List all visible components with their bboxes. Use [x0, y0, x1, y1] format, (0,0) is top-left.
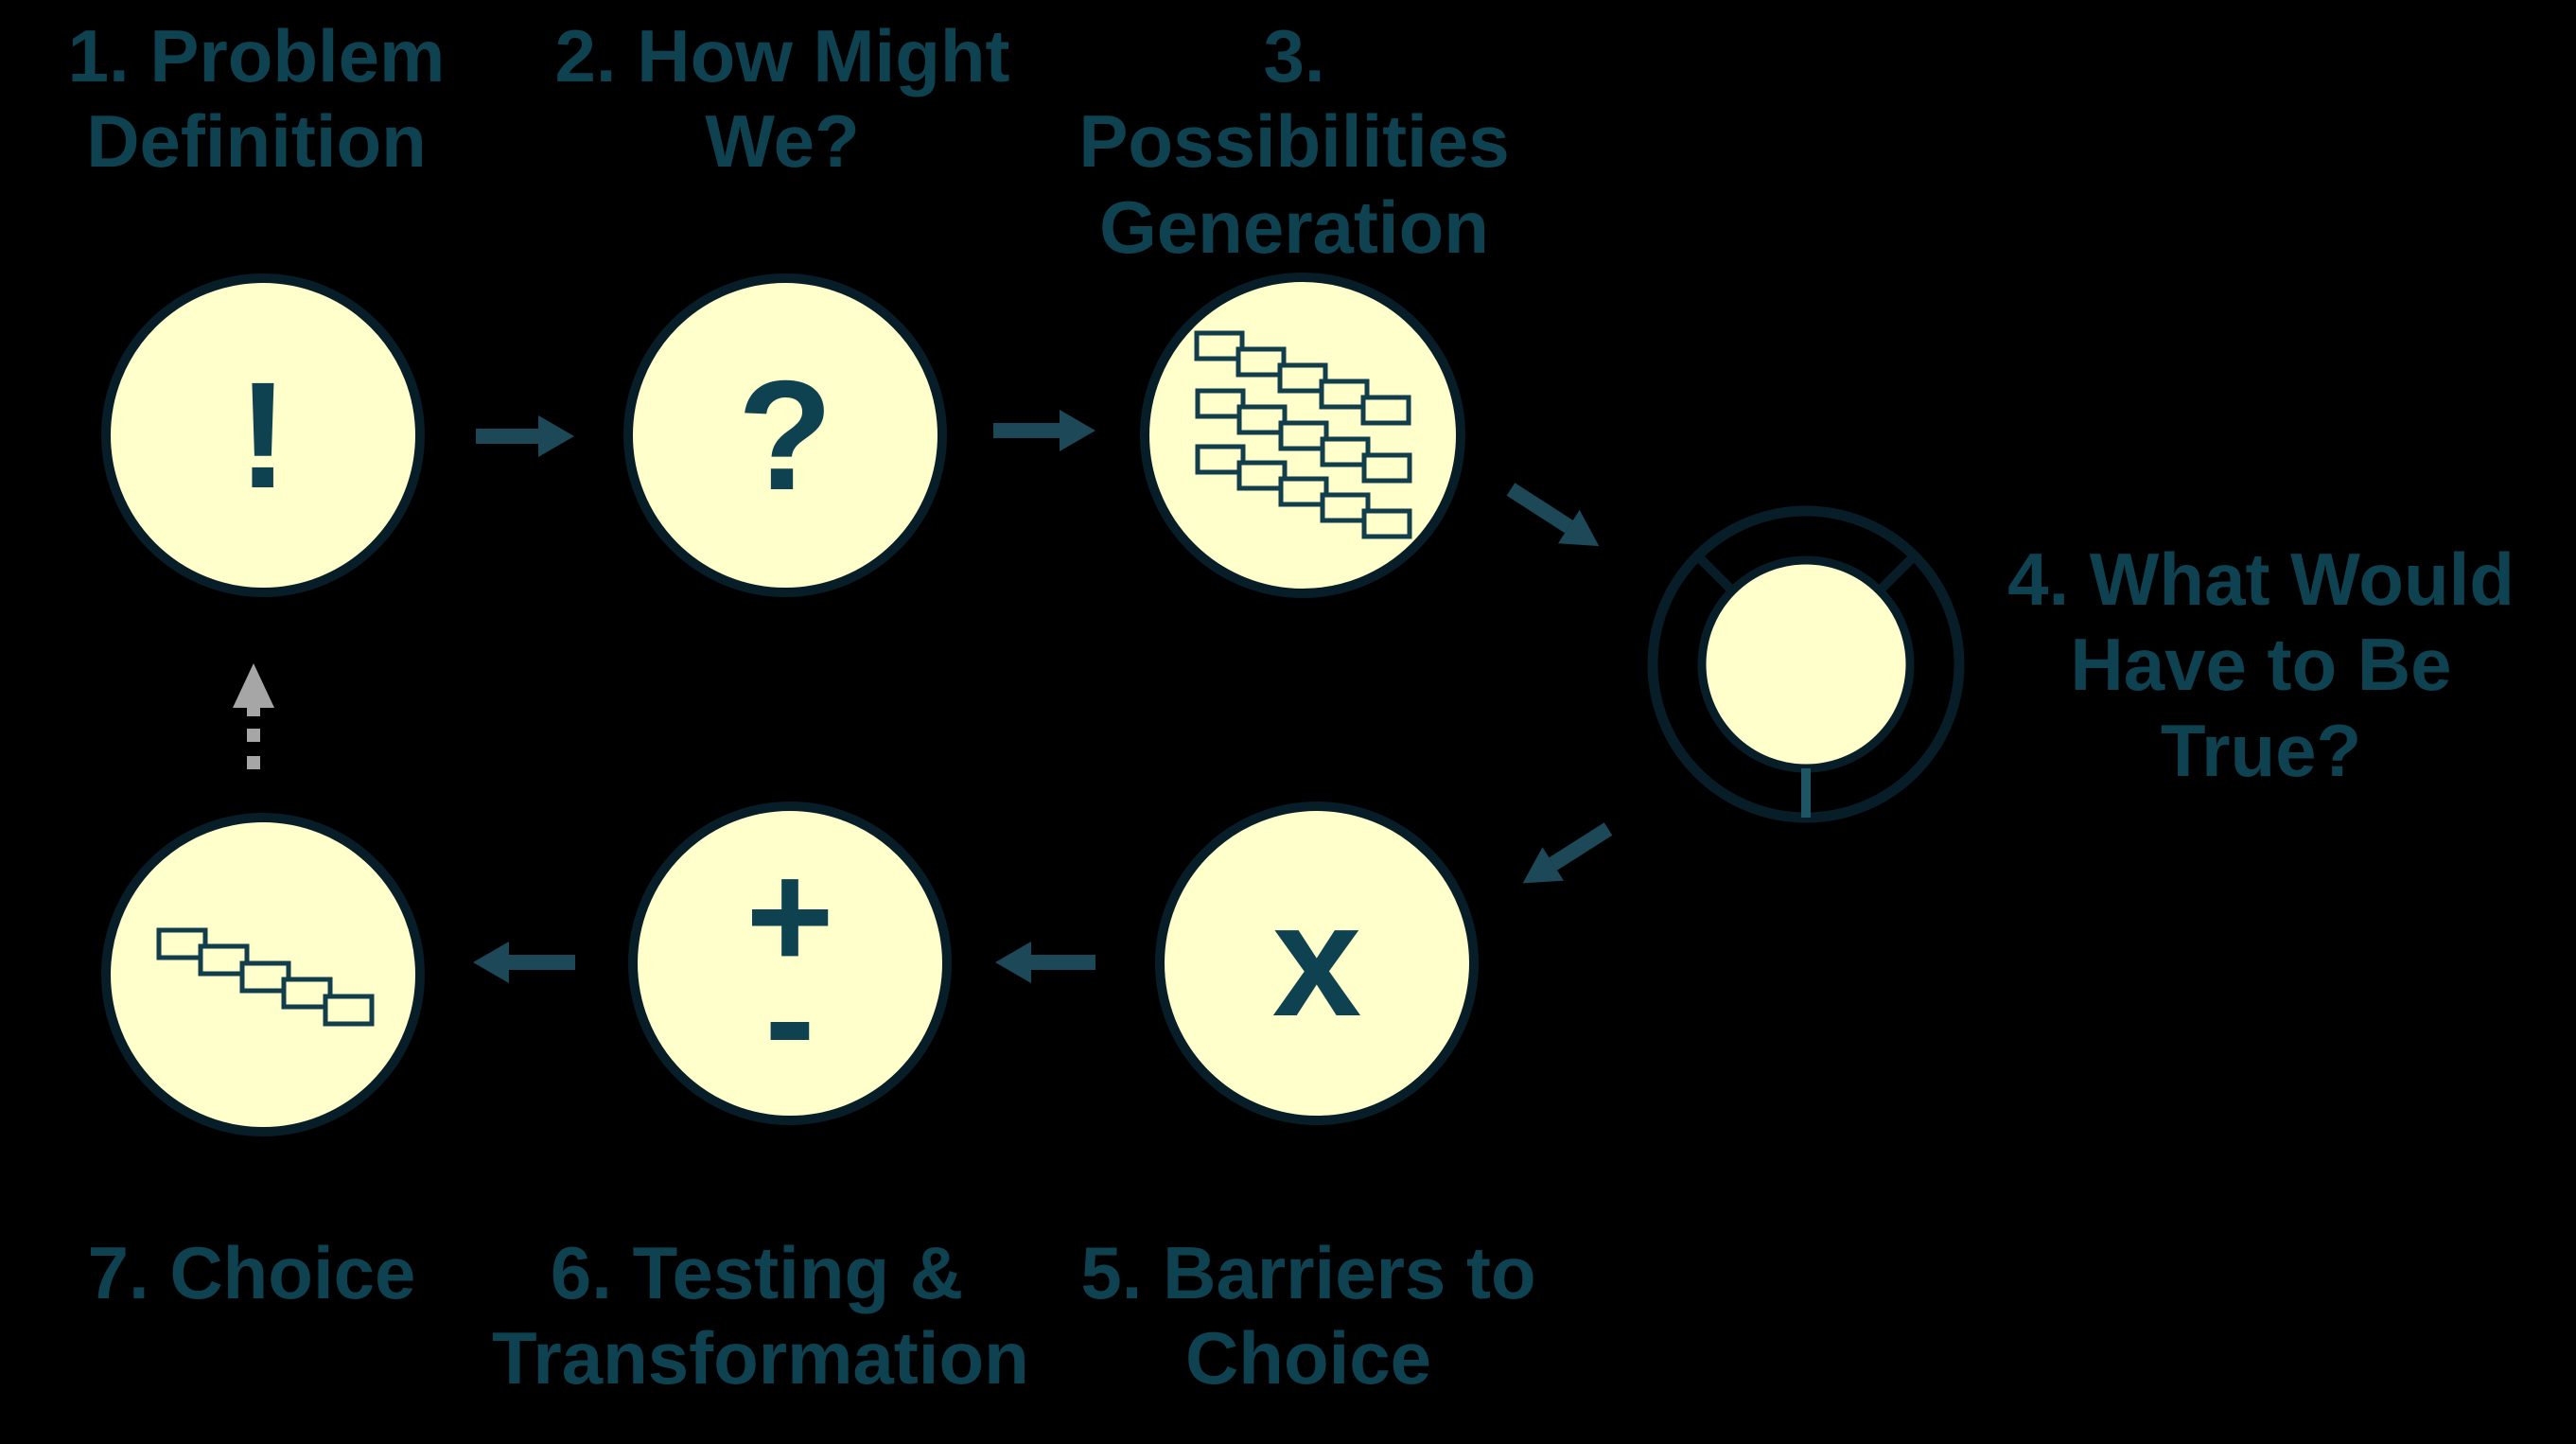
wheel-inner-circle — [1697, 555, 1915, 773]
note-rect — [1195, 388, 1246, 419]
note-rect — [1236, 404, 1288, 435]
note-rect — [1320, 492, 1371, 523]
note-rect — [239, 960, 291, 994]
step6-label: 6. Testing & Transformation — [492, 1231, 1029, 1400]
wheel-spoke-upper-left — [1695, 554, 1735, 593]
arrow-5-to-6 — [995, 942, 1095, 983]
sticky-notes-icon — [1194, 330, 1412, 539]
note-rect — [1320, 436, 1371, 467]
note-rect — [1278, 420, 1329, 451]
exclamation-icon: ! — [237, 350, 289, 519]
plus-minus-icon: + - — [695, 830, 885, 1102]
arrow-2-to-3 — [993, 410, 1095, 451]
note-rect — [156, 927, 208, 960]
note-rect — [1194, 330, 1245, 361]
note-rect — [1277, 362, 1328, 394]
arrow-1-to-2 — [476, 415, 574, 457]
step1-circle — [101, 273, 425, 597]
minus-glyph: - — [764, 932, 815, 1102]
step3-label: 3. Possibilities Generation — [1078, 14, 1510, 269]
note-rect — [198, 943, 250, 977]
note-rect — [1319, 379, 1370, 410]
arrow-4-to-5 — [1522, 822, 1613, 884]
note-rect — [1361, 452, 1412, 484]
step6-circle — [628, 801, 952, 1125]
note-rect — [281, 977, 333, 1010]
arrow-3-to-4 — [1506, 483, 1600, 547]
step7-label: 7. Choice — [87, 1231, 416, 1314]
note-rect — [1361, 508, 1412, 539]
note-rect — [1360, 395, 1411, 426]
wheel-icon — [1647, 505, 1965, 823]
dashed-arrow-7-to-1 — [233, 663, 274, 769]
note-rect — [1278, 476, 1329, 507]
step2-circle — [623, 273, 947, 597]
note-rect — [1236, 460, 1288, 491]
arrow-6-to-7 — [473, 942, 575, 983]
note-rect — [1195, 444, 1246, 475]
note-rect — [1235, 346, 1287, 378]
step4-label: 4. What Would Have to Be True? — [2007, 537, 2515, 792]
x-icon: x — [1271, 871, 1362, 1050]
cascade-icon — [156, 927, 375, 1027]
step5-circle — [1155, 801, 1479, 1125]
question-icon: ? — [737, 347, 833, 522]
note-rect — [323, 994, 375, 1027]
step1-label: 1. Problem Definition — [67, 14, 446, 184]
step5-label: 5. Barriers to Choice — [1080, 1231, 1536, 1400]
plus-glyph: + — [745, 830, 834, 1000]
step2-label: 2. How Might We? — [554, 14, 1010, 184]
wheel-spoke-upper-right — [1877, 554, 1917, 593]
